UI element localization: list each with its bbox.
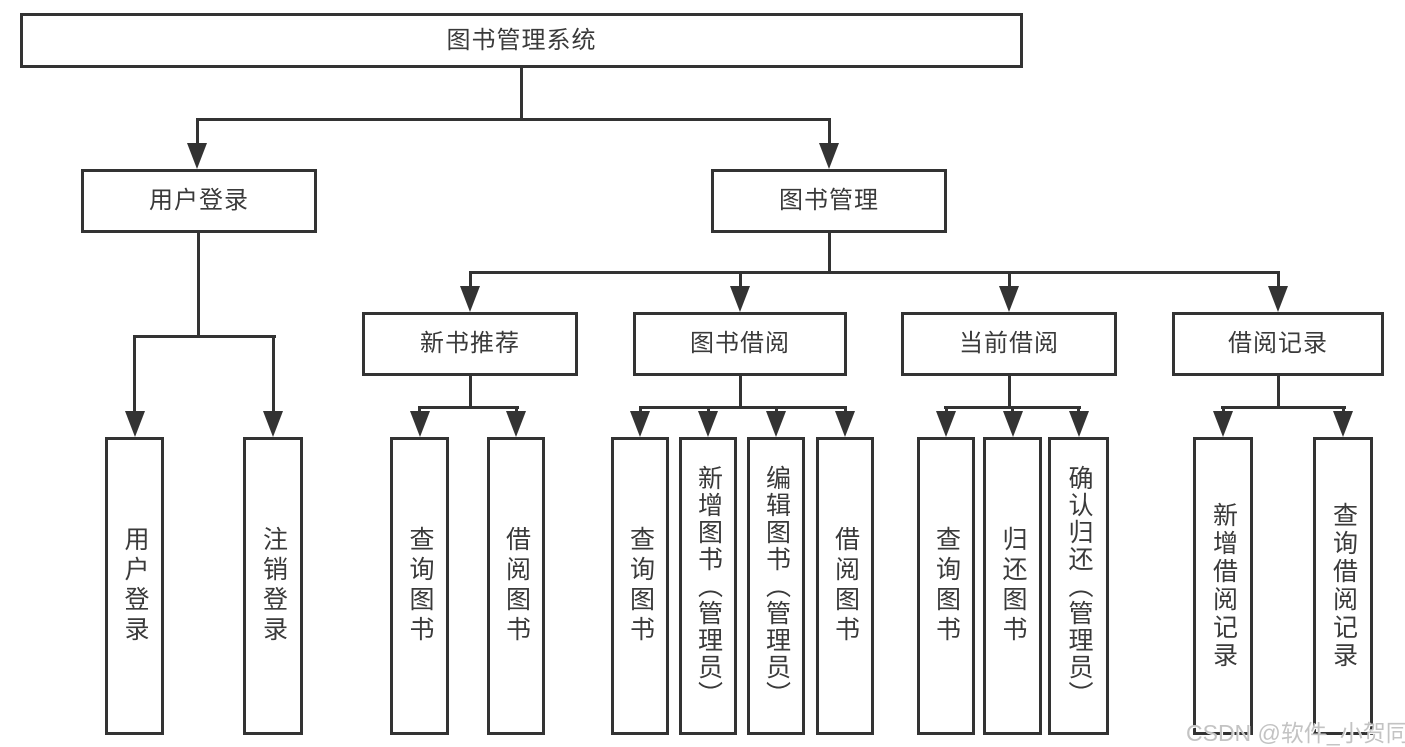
connector-rail bbox=[132, 335, 276, 338]
connector-drop bbox=[843, 406, 847, 415]
csdn-watermark: CSDN @软件_小贺同学 bbox=[1186, 720, 1405, 746]
connector-drop bbox=[133, 335, 136, 415]
connector-stem bbox=[468, 376, 472, 409]
connector-drop bbox=[271, 335, 275, 415]
arrow-down-icon bbox=[999, 286, 1019, 312]
connector-rail bbox=[417, 406, 519, 409]
arrow-down-icon bbox=[936, 411, 956, 437]
arrow-down-icon bbox=[1213, 411, 1233, 437]
arrow-down-icon bbox=[263, 411, 283, 437]
arrow-down-icon bbox=[1068, 411, 1089, 437]
connector-drop bbox=[944, 406, 948, 415]
node-book-management: 图书管理 bbox=[711, 169, 947, 233]
connector-drop bbox=[738, 271, 742, 290]
connector-stem bbox=[827, 233, 831, 274]
arrow-down-icon bbox=[730, 286, 750, 312]
arrow-down-icon bbox=[835, 411, 855, 437]
node-root-label: 图书管理系统 bbox=[446, 26, 597, 54]
arrow-down-icon bbox=[124, 411, 145, 437]
connector-rail bbox=[638, 406, 847, 409]
node-borrow-record: 借阅记录 bbox=[1172, 312, 1384, 376]
leaf-bb-add-book-admin-label: 新增图书（管理员） bbox=[694, 464, 723, 708]
leaf-bb-edit-book-admin: 编辑图书（管理员） bbox=[747, 437, 805, 735]
leaf-cb-confirm-return-admin: 确认归还（管理员） bbox=[1048, 437, 1109, 735]
connector-drop bbox=[1011, 406, 1014, 415]
arrow-down-icon bbox=[460, 286, 480, 312]
arrow-down-icon bbox=[187, 143, 207, 169]
leaf-cb-return-book-label: 归还图书 bbox=[999, 526, 1027, 646]
connector-drop bbox=[706, 406, 710, 415]
arrow-down-icon bbox=[698, 411, 718, 437]
leaf-bb-add-book-admin: 新增图书（管理员） bbox=[679, 437, 737, 735]
connector-drop bbox=[195, 118, 199, 147]
leaf-nb-query-book-label: 查询图书 bbox=[406, 526, 434, 646]
arrow-down-icon bbox=[409, 411, 430, 437]
leaf-br-add-record: 新增借阅记录 bbox=[1193, 437, 1253, 735]
arrow-down-icon bbox=[1002, 411, 1023, 437]
node-new-book-recommend: 新书推荐 bbox=[362, 312, 578, 376]
leaf-cb-query-book: 查询图书 bbox=[917, 437, 975, 735]
leaf-cb-confirm-return-admin-label: 确认归还（管理员） bbox=[1065, 464, 1093, 708]
arrow-down-icon bbox=[1268, 286, 1288, 312]
leaf-cb-return-book: 归还图书 bbox=[983, 437, 1042, 735]
connector-drop bbox=[1341, 406, 1345, 415]
leaf-br-query-record: 查询借阅记录 bbox=[1313, 437, 1373, 735]
node-book-borrow-label: 图书借阅 bbox=[690, 330, 790, 357]
connector-drop bbox=[418, 406, 421, 415]
leaf-cb-query-book-label: 查询图书 bbox=[932, 526, 961, 646]
connector-drop bbox=[774, 406, 778, 415]
arrow-down-icon bbox=[506, 411, 526, 437]
arrow-down-icon bbox=[766, 411, 786, 437]
node-book-management-label: 图书管理 bbox=[779, 187, 879, 214]
connector-stem bbox=[1276, 376, 1280, 409]
node-current-borrow-label: 当前借阅 bbox=[959, 330, 1059, 357]
leaf-user-login: 用户登录 bbox=[105, 437, 164, 735]
connector-drop bbox=[638, 406, 642, 415]
node-book-borrow: 图书借阅 bbox=[633, 312, 847, 376]
leaf-nb-query-book: 查询图书 bbox=[390, 437, 449, 735]
connector-stem bbox=[738, 376, 742, 409]
node-root: 图书管理系统 bbox=[20, 13, 1023, 68]
leaf-user-login-label: 用户登录 bbox=[121, 526, 149, 646]
leaf-logout-label: 注销登录 bbox=[259, 526, 288, 646]
arrow-down-icon bbox=[819, 143, 839, 169]
leaf-nb-borrow-book-label: 借阅图书 bbox=[502, 526, 531, 646]
connector-drop bbox=[827, 118, 831, 147]
connector-drop bbox=[1077, 406, 1080, 415]
leaf-bb-edit-book-admin-label: 编辑图书（管理员） bbox=[762, 464, 791, 708]
connector-stem bbox=[519, 65, 523, 121]
arrow-down-icon bbox=[630, 411, 650, 437]
leaf-bb-borrow-book: 借阅图书 bbox=[816, 437, 874, 735]
node-user-login: 用户登录 bbox=[81, 169, 317, 233]
leaf-br-add-record-label: 新增借阅记录 bbox=[1209, 502, 1238, 670]
leaf-bb-query-book: 查询图书 bbox=[611, 437, 669, 735]
leaf-nb-borrow-book: 借阅图书 bbox=[487, 437, 545, 735]
connector-drop bbox=[468, 271, 472, 290]
leaf-logout: 注销登录 bbox=[243, 437, 303, 735]
connector-drop bbox=[1221, 406, 1225, 415]
leaf-bb-query-book-label: 查询图书 bbox=[626, 526, 655, 646]
leaf-bb-borrow-book-label: 借阅图书 bbox=[831, 526, 860, 646]
node-new-book-recommend-label: 新书推荐 bbox=[420, 330, 520, 357]
arrow-down-icon bbox=[1333, 411, 1353, 437]
connector-drop bbox=[1007, 271, 1011, 290]
connector-stem bbox=[1007, 376, 1011, 409]
node-user-login-label: 用户登录 bbox=[149, 187, 249, 214]
connector-rail bbox=[468, 271, 1280, 274]
connector-drop bbox=[1276, 271, 1280, 290]
connector-rail bbox=[195, 118, 831, 121]
connector-drop bbox=[514, 406, 518, 415]
leaf-br-query-record-label: 查询借阅记录 bbox=[1329, 502, 1358, 670]
connector-stem bbox=[196, 233, 200, 338]
connector-rail bbox=[1220, 406, 1346, 409]
node-borrow-record-label: 借阅记录 bbox=[1228, 330, 1328, 357]
node-current-borrow: 当前借阅 bbox=[901, 312, 1117, 376]
